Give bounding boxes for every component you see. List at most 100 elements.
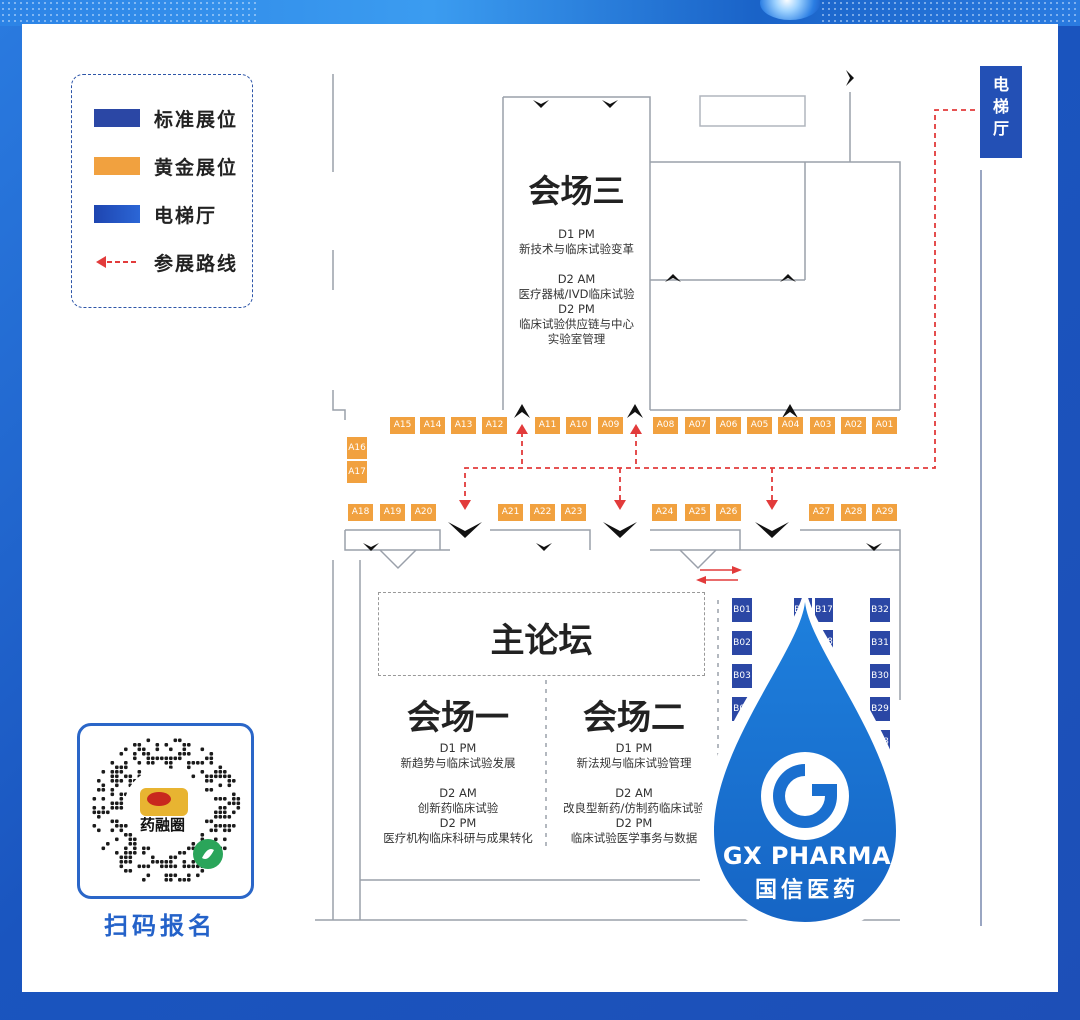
qr-dot xyxy=(178,738,182,743)
booth-a09: A09 xyxy=(598,417,623,434)
qr-dot xyxy=(119,860,124,864)
booth-b32: B32 xyxy=(870,598,890,622)
qr-dot xyxy=(119,864,124,869)
qr-dot xyxy=(110,779,115,783)
brand-name-cn: 国信医药 xyxy=(754,878,859,903)
qr-dot xyxy=(119,824,124,828)
qr-dot xyxy=(101,797,106,801)
qr-dot xyxy=(151,756,155,761)
booth-a01: A01 xyxy=(872,417,897,434)
qr-dot xyxy=(218,815,223,819)
qr-dot xyxy=(128,837,133,842)
qr-dot xyxy=(119,779,124,783)
qr-dot xyxy=(214,837,218,842)
qr-dot xyxy=(218,806,223,810)
qr-dot xyxy=(124,747,128,752)
brand-name: GX PHARMA xyxy=(722,842,892,870)
globe-graphic xyxy=(760,0,820,20)
legend-label: 黄金展位 xyxy=(154,156,239,179)
qr-dot xyxy=(223,837,227,842)
qr-dot xyxy=(119,855,124,860)
qr-dot xyxy=(164,878,169,882)
qr-dot xyxy=(187,743,191,747)
qr-code-card[interactable]: 药融圈 xyxy=(77,723,254,899)
qr-dot xyxy=(205,756,209,761)
qr-dot xyxy=(182,743,187,747)
qr-dot xyxy=(218,783,223,788)
qr-dot xyxy=(137,743,142,747)
qr-dot xyxy=(128,842,133,846)
route-arrow-icon xyxy=(96,256,139,268)
qr-dot xyxy=(169,765,173,770)
qr-dot xyxy=(119,770,124,774)
qr-dot xyxy=(101,783,106,788)
qr-dot xyxy=(182,878,187,882)
qr-dot xyxy=(142,851,146,855)
main-forum-title: 主论坛 xyxy=(490,621,593,661)
dot-pattern xyxy=(0,0,260,26)
qr-dot xyxy=(133,756,137,761)
hall-3-title: 会场三 xyxy=(528,172,625,210)
qr-dot xyxy=(124,855,128,860)
qr-dot xyxy=(182,860,187,864)
qr-dot xyxy=(227,779,232,783)
qr-dot xyxy=(227,774,232,779)
hall-2-title: 会场二 xyxy=(583,698,685,738)
booth-a22: A22 xyxy=(530,504,555,521)
qr-dot xyxy=(119,797,124,801)
booth-a18: A18 xyxy=(348,504,373,521)
qr-dot xyxy=(196,873,200,878)
qr-dot xyxy=(187,765,191,770)
qr-dot xyxy=(124,851,128,855)
qr-dot xyxy=(187,873,191,878)
qr-dot xyxy=(191,761,196,765)
qr-dot xyxy=(200,747,205,752)
main-forum: 主论坛 xyxy=(378,592,705,676)
qr-dot xyxy=(142,864,146,869)
qr-dot xyxy=(97,788,101,792)
qr-dot xyxy=(155,747,160,752)
legend-label: 参展路线 xyxy=(154,252,239,275)
qr-dot xyxy=(200,761,205,765)
qr-dot xyxy=(115,851,119,855)
qr-dot xyxy=(133,743,137,747)
qr-dot xyxy=(236,797,241,801)
legend-label: 标准展位 xyxy=(154,108,239,131)
qr-dot xyxy=(173,738,178,743)
qr-dot xyxy=(218,770,223,774)
qr-dot xyxy=(209,828,214,833)
qr-dot xyxy=(200,770,205,774)
qr-dot xyxy=(142,846,146,851)
qr-dot xyxy=(151,761,155,765)
schedule-line: 临床试验供应链与中心 xyxy=(519,317,634,331)
legend-item-elevator: 电梯厅 xyxy=(94,203,217,227)
schedule-line: 医疗机构临床科研与成果转化 xyxy=(383,831,533,845)
qr-dot xyxy=(173,873,178,878)
qr-dot xyxy=(187,761,191,765)
qr-dot xyxy=(119,801,124,806)
booth-a06: A06 xyxy=(716,417,741,434)
qr-dot xyxy=(128,833,133,837)
qr-dot xyxy=(164,743,169,747)
qr-dot xyxy=(223,824,227,828)
qr-dot xyxy=(178,756,182,761)
booth-a25: A25 xyxy=(685,504,710,521)
qr-dot xyxy=(110,774,115,779)
qr-dot xyxy=(191,864,196,869)
qr-dot xyxy=(110,788,115,792)
qr-dot xyxy=(110,806,115,810)
qr-dot xyxy=(97,828,101,833)
qr-dot xyxy=(151,860,155,864)
gold-booth-swatch xyxy=(94,157,140,175)
qr-dot xyxy=(182,747,187,752)
qr-dot xyxy=(164,873,169,878)
booth-a26: A26 xyxy=(716,504,741,521)
qr-dot xyxy=(182,851,187,855)
booth-a15: A15 xyxy=(390,417,415,434)
elevator-hall: 电梯厅 xyxy=(980,66,1022,158)
legend-item-standard: 标准展位 xyxy=(94,107,239,131)
scan-to-register-label: 扫码报名 xyxy=(104,912,216,940)
qr-dot xyxy=(119,792,124,797)
qr-dot xyxy=(115,774,119,779)
qr-code-image xyxy=(92,738,241,882)
